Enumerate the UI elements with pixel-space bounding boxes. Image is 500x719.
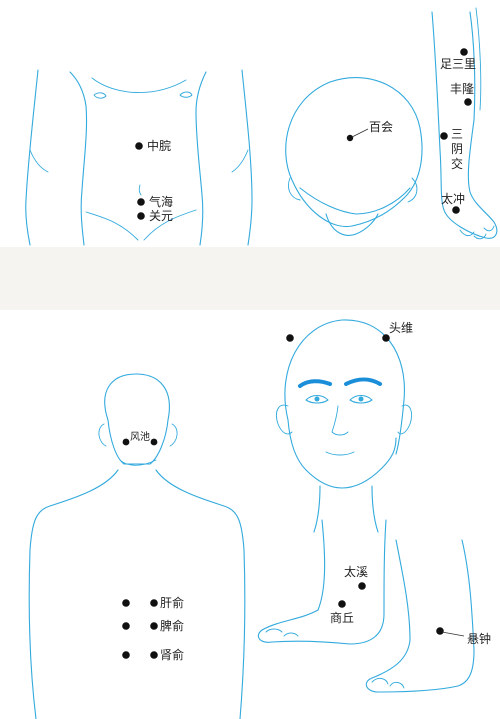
point-dot (358, 582, 366, 590)
point-dot (286, 334, 294, 342)
acupoint-baihui: 百会 (346, 120, 393, 142)
point-label: 脾俞 (160, 618, 184, 633)
acupoint-touwei-left (286, 334, 294, 342)
point-label: 阴 (451, 142, 463, 156)
bottom-panel: 头维 风池 肝俞 脾俞 肾俞 太溪 商丘 (0, 310, 500, 719)
outer-foot-figure (365, 539, 475, 693)
head-top-figure (285, 77, 423, 236)
top-panel-drawing: 中脘 气海 关元 百会 足三里 丰隆 三 阴 交 (25, 7, 498, 246)
point-dot (460, 48, 468, 56)
point-label: 气海 (149, 194, 173, 209)
leader-line (351, 128, 369, 138)
acupoint-sanyinjiao: 三 阴 交 (440, 127, 463, 171)
acupoint-ganshu: 肝俞 (122, 595, 184, 610)
point-dot (122, 651, 130, 659)
leg-foot-figure (431, 7, 498, 240)
inner-foot-figure (257, 519, 387, 645)
point-label: 风池 (130, 430, 150, 443)
point-label: 商丘 (330, 610, 354, 625)
acupoint-touwei-right: 头维 (382, 321, 413, 342)
point-dot (338, 600, 346, 608)
point-label: 太溪 (344, 564, 368, 579)
point-dot (150, 438, 158, 446)
point-label: 三 (451, 127, 463, 141)
acupoint-xuanzhong: 悬钟 (436, 627, 491, 646)
point-label: 头维 (389, 321, 413, 335)
acupoint-shangqiu: 商丘 (330, 600, 354, 625)
point-dot (137, 198, 145, 206)
acupoint-pishu: 脾俞 (122, 618, 184, 633)
point-label: 肝俞 (160, 595, 184, 610)
acupoint-zhongwan: 中脘 (135, 138, 171, 153)
point-dot (137, 212, 145, 220)
leader-line (441, 631, 465, 637)
back-figure (28, 373, 246, 719)
top-panel: 中脘 气海 关元 百会 足三里 丰隆 三 阴 交 (0, 0, 500, 247)
point-dot (436, 627, 444, 635)
point-label: 丰隆 (450, 81, 474, 96)
point-dot (150, 651, 158, 659)
point-dot (464, 98, 472, 106)
acupoint-fengchi: 风池 (122, 430, 158, 446)
point-dot (122, 438, 130, 446)
point-label: 悬钟 (467, 631, 491, 646)
point-label: 百会 (369, 120, 393, 134)
point-dot (346, 134, 354, 142)
acupoint-qihai: 气海 (137, 194, 173, 209)
acupoint-fenglong: 丰隆 (450, 81, 474, 106)
point-dot (440, 132, 448, 140)
point-dot (150, 599, 158, 607)
acupoint-guanyuan: 关元 (137, 209, 173, 223)
point-label: 足三里 (440, 57, 476, 71)
point-dot (122, 622, 130, 630)
point-label: 关元 (149, 209, 173, 223)
bottom-panel-drawing: 头维 风池 肝俞 脾俞 肾俞 太溪 商丘 (28, 319, 491, 719)
point-dot (150, 622, 158, 630)
point-dot (135, 142, 143, 150)
point-dot (122, 599, 130, 607)
acupoint-taixi: 太溪 (344, 564, 368, 590)
acupoint-shenshu: 肾俞 (122, 647, 184, 662)
front-torso-figure (25, 69, 253, 246)
separator-band (0, 247, 500, 310)
point-label: 中脘 (147, 138, 171, 153)
face-figure (276, 319, 413, 533)
point-dot (382, 334, 390, 342)
point-label: 肾俞 (160, 647, 184, 662)
point-dot (452, 206, 460, 214)
acupoint-taichong: 太冲 (441, 191, 465, 214)
point-label: 交 (451, 156, 463, 171)
acupoint-zusanli: 足三里 (440, 48, 476, 71)
point-label: 太冲 (441, 191, 465, 206)
